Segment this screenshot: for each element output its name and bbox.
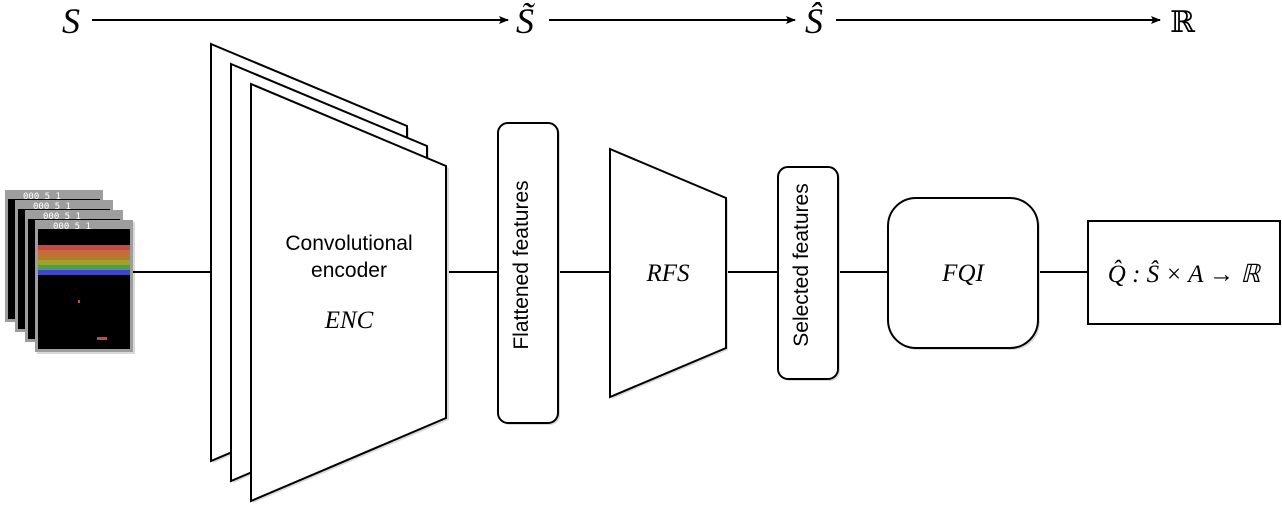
flattened-features-box: Flattened features: [497, 122, 560, 425]
space-real-label: ℝ: [1170, 5, 1196, 40]
fqi-block: FQI: [887, 197, 1040, 350]
convolutional-encoder: Convolutional encoder ENC: [210, 42, 449, 503]
atari-breakout-frames-icon: 000 5 1 000 5 1 000 5 1 000 5 1: [5, 190, 135, 354]
input-frame-front: 000 5 1: [35, 220, 135, 354]
output-function-box: Q̂ : Ŝ × A → ℝ: [1087, 220, 1281, 325]
encoder-title-line1: Convolutional: [285, 232, 412, 255]
selected-features-box: Selected features: [777, 166, 840, 381]
space-s-label: S: [62, 1, 80, 41]
fqi-label: FQI: [941, 260, 985, 287]
frame-score: 000 5 1: [43, 212, 81, 222]
frame-score: 000 5 1: [23, 192, 61, 202]
encoder-symbol: ENC: [324, 307, 374, 334]
space-s-tilde-label: S̃: [516, 1, 536, 41]
rfs-block: RFS: [609, 147, 728, 399]
flattened-features-label: Flattened features: [510, 180, 533, 349]
frame-score: 000 5 1: [53, 222, 91, 232]
frame-score: 000 5 1: [33, 202, 71, 212]
selected-features-label: Selected features: [790, 183, 813, 346]
output-function-label: Q̂ : Ŝ × A → ℝ: [1108, 260, 1262, 288]
rfs-label: RFS: [645, 260, 690, 287]
encoder-title-line2: encoder: [311, 259, 387, 282]
top-axis: S S̃ Ŝ ℝ: [62, 1, 1196, 41]
space-s-hat-label: Ŝ: [805, 1, 823, 41]
